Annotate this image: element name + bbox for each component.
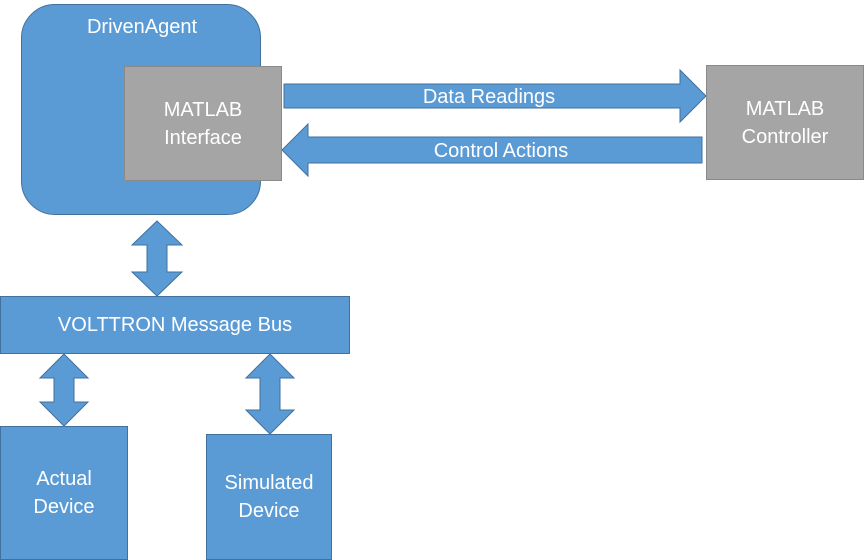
message-bus-node: VOLTTRON Message Bus [0, 296, 350, 354]
bus-simulated-arrow [244, 353, 296, 435]
data-readings-arrow [283, 68, 707, 124]
actual-device-node: Actual Device [0, 426, 128, 560]
actual-device-label: Actual Device [33, 468, 95, 518]
matlab-interface-node: MATLAB Interface [124, 66, 282, 181]
message-bus-label: VOLTTRON Message Bus [57, 314, 293, 336]
simulated-device-label: Simulated Device [224, 472, 314, 522]
simulated-device-node: Simulated Device [206, 434, 332, 560]
matlab-controller-label: MATLAB Controller [741, 97, 829, 148]
control-actions-arrow [281, 122, 703, 178]
driven-agent-label: DrivenAgent [86, 16, 198, 38]
control-actions-label: Control Actions [433, 140, 569, 162]
matlab-controller-node: MATLAB Controller [706, 65, 864, 180]
data-readings-label: Data Readings [422, 86, 556, 108]
matlab-interface-label: MATLAB Interface [163, 98, 243, 149]
agent-bus-arrow [130, 220, 184, 297]
bus-actual-arrow [38, 353, 90, 427]
